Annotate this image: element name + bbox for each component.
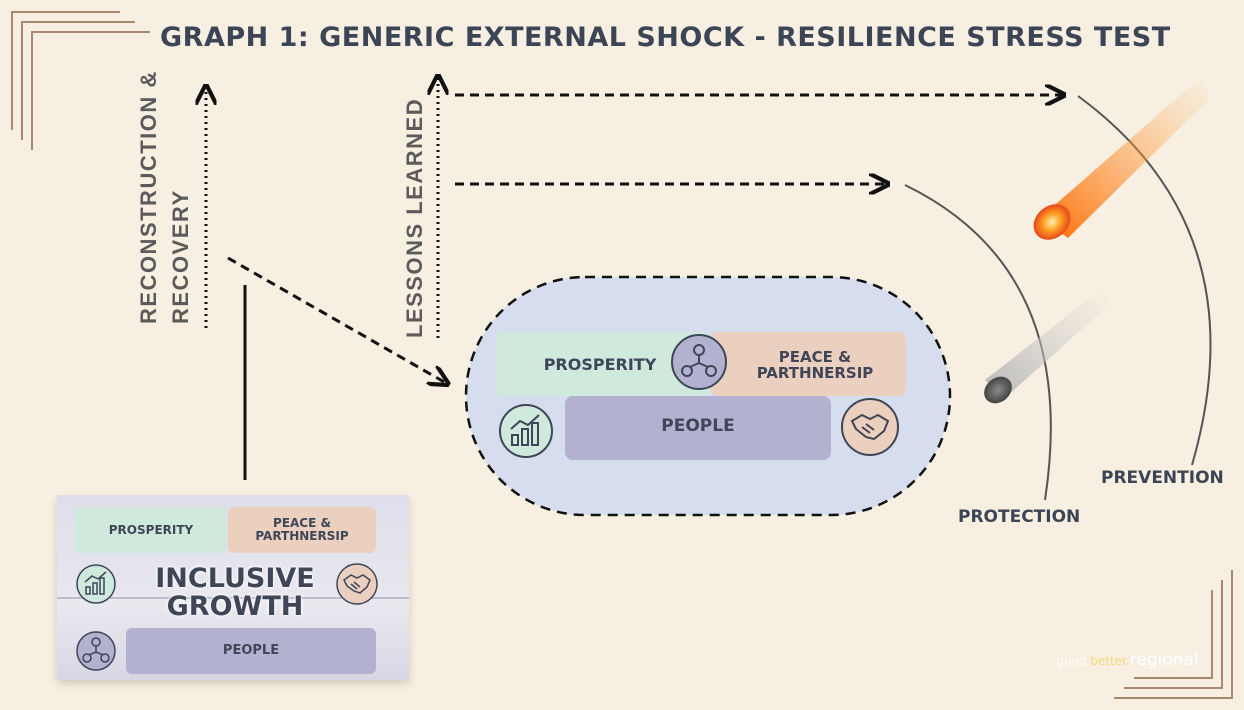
box-people-label: PEOPLE bbox=[222, 643, 280, 659]
center-peace-box bbox=[710, 332, 906, 396]
protection-label: PROTECTION bbox=[958, 507, 1081, 527]
center-peace-label: PEACE &PARTHNERSIP bbox=[756, 348, 874, 382]
box-prosperity-label: PROSPERITY bbox=[108, 522, 194, 537]
box-people-tile bbox=[126, 628, 376, 674]
box-peace-label: PEACE &PARTHNERSIP bbox=[255, 516, 349, 543]
prevention-arc bbox=[1077, 95, 1212, 466]
growth-box-lid-line bbox=[57, 597, 409, 599]
diagram-title: GRAPH 1: GENERIC EXTERNAL SHOCK - RESILI… bbox=[160, 22, 1171, 53]
corner-frame-bottom-right bbox=[1114, 570, 1233, 699]
people-network-icon bbox=[76, 631, 116, 671]
center-people-box bbox=[565, 396, 831, 460]
handshake-icon bbox=[336, 563, 378, 605]
meteor-fire-icon bbox=[1033, 78, 1212, 240]
meteor-grey-icon bbox=[984, 290, 1110, 404]
corner-frame-top-left bbox=[11, 11, 150, 150]
growth-chart-icon bbox=[499, 404, 553, 458]
center-people-label: PEOPLE bbox=[661, 416, 735, 437]
box-peace-tile bbox=[228, 507, 376, 553]
handshake-icon bbox=[841, 398, 899, 456]
lessons-label: LESSONS LEARNED bbox=[402, 97, 427, 338]
prevention-label: PREVENTION bbox=[1101, 468, 1224, 488]
diagonal-arrow bbox=[227, 256, 446, 383]
brand-logo: good.better.regional. bbox=[1056, 650, 1205, 670]
box-prosperity-tile bbox=[75, 507, 227, 553]
growth-chart-icon bbox=[76, 564, 116, 604]
reconstruction-label: RECONSTRUCTION & RECOVERY bbox=[136, 70, 193, 324]
center-prosperity-label: PROSPERITY bbox=[543, 354, 657, 374]
protection-arc bbox=[904, 184, 1052, 501]
people-network-icon bbox=[671, 334, 727, 390]
